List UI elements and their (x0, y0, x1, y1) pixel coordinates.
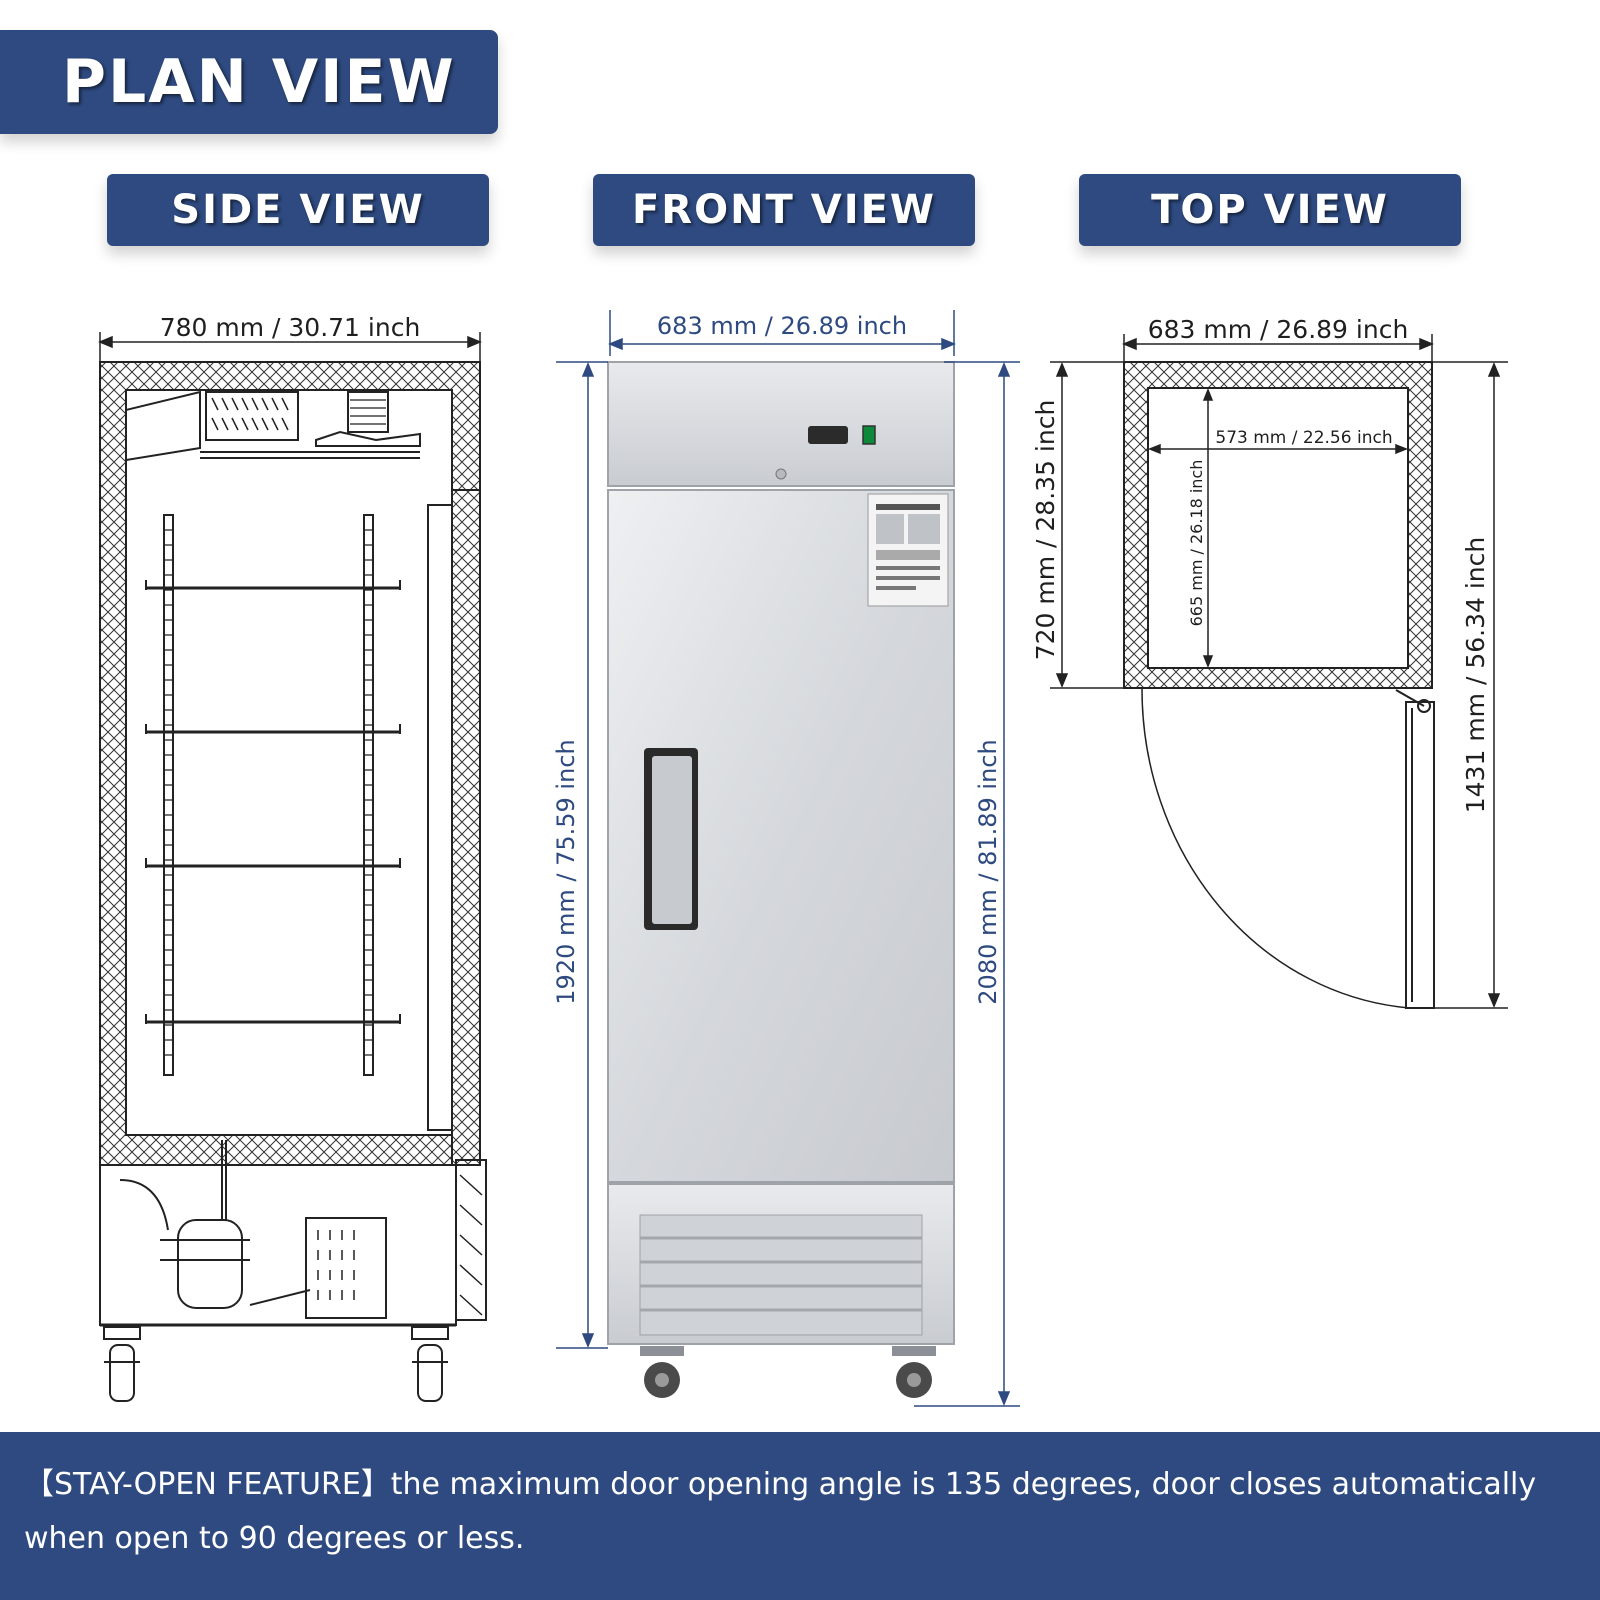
top-view-drawing (1123, 361, 1435, 1009)
top-inner-width-label: 573 mm / 22.56 inch (1215, 428, 1392, 448)
top-depth-label: 720 mm / 28.35 inch (1031, 400, 1060, 661)
side-view-heading: SIDE VIEW (107, 174, 489, 246)
top-view-heading: TOP VIEW (1079, 174, 1461, 246)
plan-view-heading: PLAN VIEW (0, 30, 498, 134)
front-width-label: 683 mm / 26.89 inch (657, 312, 907, 340)
side-width-dimension-line (98, 332, 482, 362)
top-width-label: 683 mm / 26.89 inch (1148, 315, 1409, 344)
side-width-label: 780 mm / 30.71 inch (160, 313, 421, 342)
top-inner-depth-label: 665 mm / 26.18 inch (1187, 460, 1206, 627)
stay-open-feature-note: 【STAY-OPEN FEATURE】the maximum door open… (0, 1432, 1600, 1600)
front-total-height-label: 2080 mm / 81.89 inch (974, 739, 1002, 1004)
front-view-heading: FRONT VIEW (593, 174, 975, 246)
front-body-height-label: 1920 mm / 75.59 inch (552, 739, 580, 1004)
front-dimension-lines (556, 310, 1020, 1407)
top-depth-open-label: 1431 mm / 56.34 inch (1461, 537, 1490, 814)
side-view-drawing (99, 361, 487, 1402)
top-dimension-lines (1050, 334, 1508, 1009)
front-view-refrigerator (607, 361, 955, 1398)
plan-diagram: 780 mm / 30.71 inch (98, 310, 1508, 1407)
